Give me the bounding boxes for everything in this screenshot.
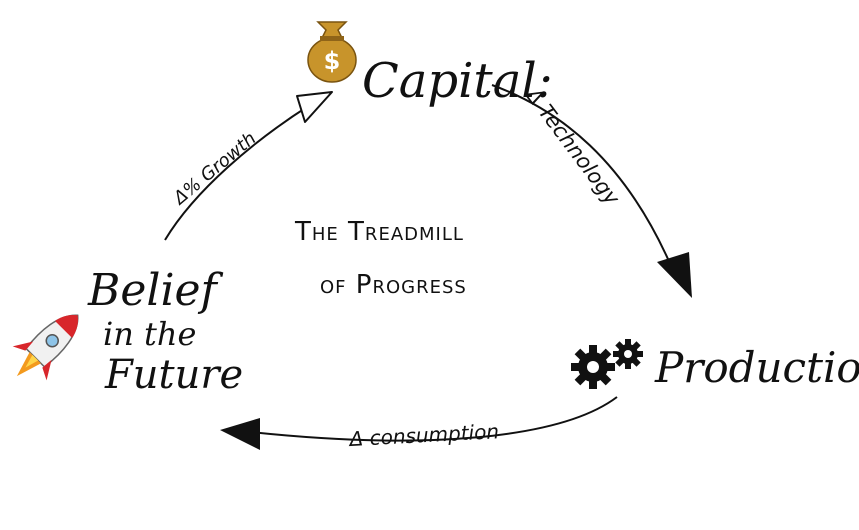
node-production: Production — [571, 339, 859, 392]
node-label-production: Production — [654, 343, 859, 392]
arrow-capital-to-production — [491, 84, 692, 298]
arrow-production-to-belief — [220, 396, 618, 450]
node-capital: $ Capital: — [307, 21, 553, 109]
node-label-belief-line-3: Future — [104, 352, 243, 398]
diagram-title-line-1: The Treadmill — [294, 217, 464, 247]
edge-label-consumption: Δ consumption — [347, 419, 500, 451]
svg-text:$: $ — [324, 47, 341, 75]
edge-label-growth: Δ% Growth — [168, 128, 260, 210]
node-label-belief-line-1: Belief — [87, 265, 224, 316]
rocket-icon — [12, 314, 79, 381]
node-label-capital: Capital: — [362, 53, 553, 109]
money-bag-icon: $ — [307, 21, 357, 83]
node-label-belief-line-2: in the — [103, 315, 196, 353]
arrow-belief-to-capital — [164, 91, 333, 241]
node-belief-in-the-future: Belief in the Future — [12, 265, 243, 398]
gears-icon — [571, 339, 643, 389]
diagram-title-line-2: of Progress — [320, 270, 467, 300]
